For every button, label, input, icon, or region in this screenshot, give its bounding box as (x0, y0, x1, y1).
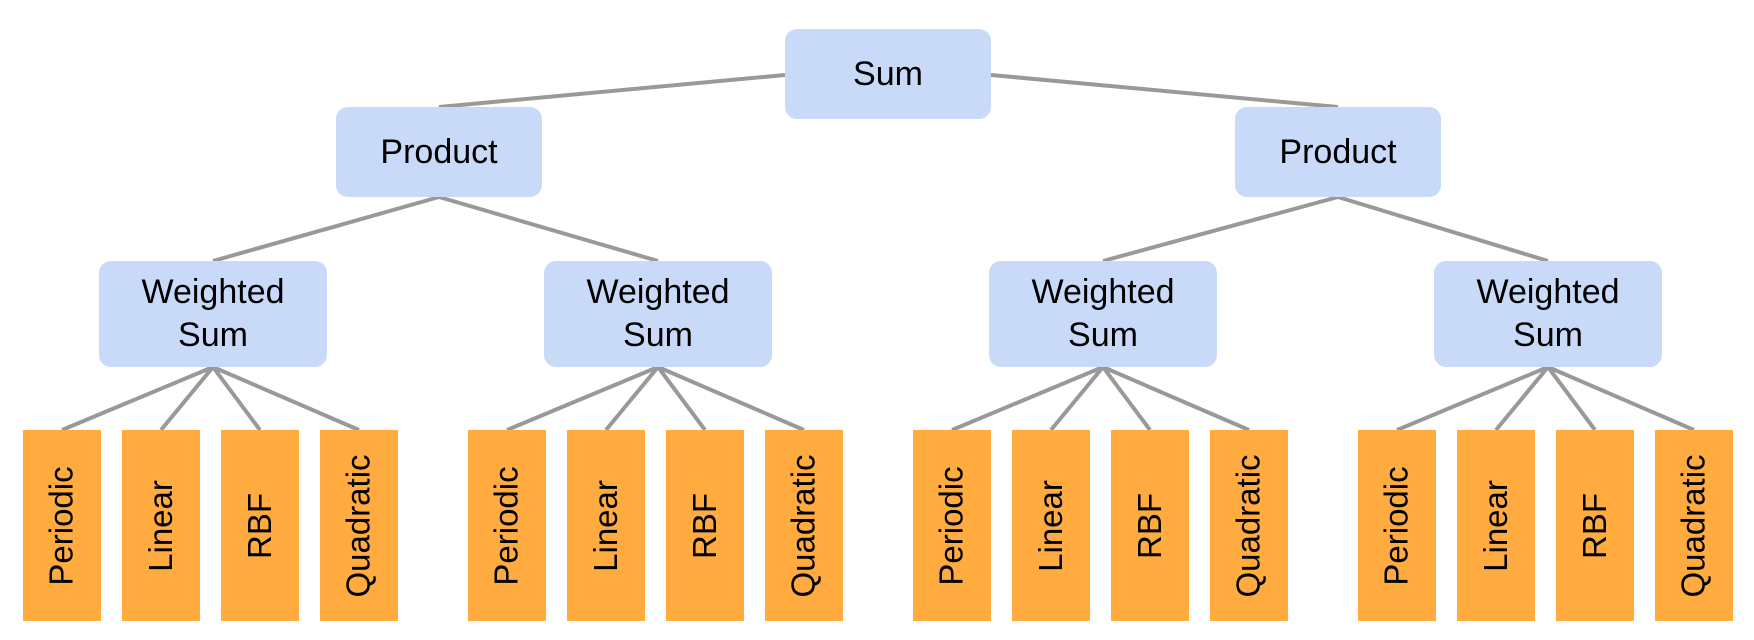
edge-product-to-weighted-sum (1102, 195, 1339, 263)
kernel-leaf-quadratic: Quadratic (320, 430, 398, 621)
kernel-leaf-quadratic-label: Quadratic (1675, 453, 1713, 598)
edge-sum-to-product (990, 73, 1339, 109)
kernel-leaf-rbf-label: RBF (1131, 492, 1168, 559)
kernel-leaf-rbf: RBF (1111, 430, 1189, 621)
kernel-leaf-linear-label: Linear (1477, 479, 1515, 572)
weighted-sum-node-label-line: Sum (1068, 316, 1138, 354)
kernel-leaf-rbf: RBF (666, 430, 744, 621)
edge-product-to-weighted-sum (438, 195, 659, 263)
edge-weighted-sum-to-kernel (604, 365, 660, 432)
product-node: Product (1235, 107, 1441, 197)
kernel-leaf-linear-label: Linear (1032, 479, 1070, 572)
weighted-sum-node-label-line: Weighted (1476, 273, 1620, 311)
kernel-leaf-periodic: Periodic (1358, 430, 1436, 621)
edge-weighted-sum-to-kernel (506, 365, 659, 432)
edge-weighted-sum-to-kernel (1049, 365, 1105, 432)
edge-weighted-sum-to-kernel (159, 365, 215, 432)
edge-weighted-sum-to-kernel (1546, 365, 1597, 432)
product-node-label-line: Product (380, 132, 498, 171)
edge-sum-to-product (438, 73, 786, 109)
kernel-leaf-periodic: Periodic (23, 430, 101, 621)
edge-weighted-sum-to-kernel (657, 365, 805, 432)
weighted-sum-node-label-line: Sum (1513, 316, 1583, 354)
edge-product-to-weighted-sum (1337, 195, 1549, 263)
kernel-leaf-linear: Linear (567, 430, 645, 621)
kernel-leaf-quadratic: Quadratic (1655, 430, 1733, 621)
kernel-leaf-quadratic: Quadratic (1210, 430, 1288, 621)
kernel-leaf-quadratic-label: Quadratic (1230, 453, 1268, 598)
edge-weighted-sum-to-kernel (1102, 365, 1250, 432)
kernel-leaf-rbf-label: RBF (686, 492, 723, 559)
weighted-sum-node-label-line: Weighted (141, 273, 285, 311)
edge-weighted-sum-to-kernel (1101, 365, 1152, 432)
kernel-leaf-linear: Linear (1457, 430, 1535, 621)
root-sum-node-label-line: Sum (853, 54, 923, 93)
product-node-label-line: Product (1279, 132, 1397, 171)
edge-weighted-sum-to-kernel (951, 365, 1104, 432)
kernel-leaf-periodic: Periodic (468, 430, 546, 621)
root-sum-node: Sum (785, 29, 991, 119)
weighted-sum-node-label-line: Sum (623, 316, 693, 354)
kernel-leaf-linear-label: Linear (142, 479, 180, 572)
kernel-leaf-rbf-label: RBF (241, 492, 278, 559)
root-sum-node-label: Sum (853, 53, 923, 96)
edge-product-to-weighted-sum (212, 195, 440, 263)
edge-weighted-sum-to-kernel (656, 365, 707, 432)
kernel-leaf-linear: Linear (122, 430, 200, 621)
edge-weighted-sum-to-kernel (1547, 365, 1695, 432)
kernel-leaf-rbf: RBF (1556, 430, 1634, 621)
edge-weighted-sum-to-kernel (61, 365, 214, 432)
edge-weighted-sum-to-kernel (211, 365, 262, 432)
kernel-leaf-quadratic: Quadratic (765, 430, 843, 621)
kernel-leaf-periodic: Periodic (913, 430, 991, 621)
product-node-label: Product (1279, 131, 1396, 174)
kernel-leaf-quadratic-label: Quadratic (785, 453, 823, 598)
kernel-leaf-periodic-label: Periodic (43, 465, 81, 586)
kernel-leaf-rbf: RBF (221, 430, 299, 621)
kernel-leaf-linear-label: Linear (587, 479, 625, 572)
product-node-label: Product (380, 131, 497, 174)
edge-weighted-sum-to-kernel (212, 365, 360, 432)
kernel-leaf-rbf-label: RBF (1576, 492, 1613, 559)
product-node: Product (336, 107, 542, 197)
kernel-leaf-periodic-label: Periodic (933, 465, 971, 586)
weighted-sum-node-label-line: Weighted (1031, 273, 1175, 311)
kernel-leaf-quadratic-label: Quadratic (340, 453, 378, 598)
weighted-sum-node-label-line: Weighted (586, 273, 730, 311)
kernel-leaf-linear: Linear (1012, 430, 1090, 621)
edge-weighted-sum-to-kernel (1396, 365, 1549, 432)
weighted-sum-node-label-line: Sum (178, 316, 248, 354)
edge-weighted-sum-to-kernel (1494, 365, 1550, 432)
kernel-leaf-periodic-label: Periodic (1378, 465, 1416, 586)
kernel-leaf-periodic-label: Periodic (488, 465, 526, 586)
